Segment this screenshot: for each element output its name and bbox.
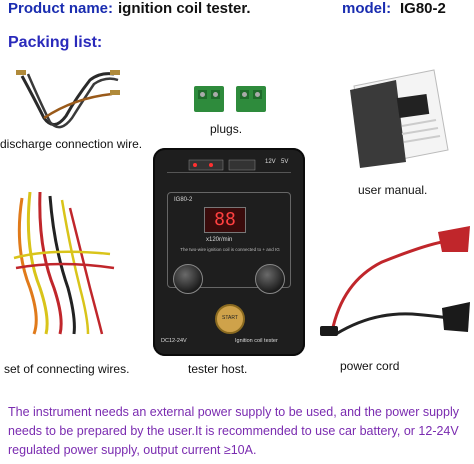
device-connection-note: The two-wire ignition coil is connected … xyxy=(180,247,280,252)
model-label: model: xyxy=(342,0,392,17)
product-name-value: ignition coil tester. xyxy=(118,0,251,17)
device-bottom-labels: DC12-24V Ignition coil tester xyxy=(161,338,297,344)
device-power-label: DC12-24V xyxy=(161,338,187,344)
note-line-2: needs to be prepared by the user.It is r… xyxy=(8,424,459,438)
discharge-wire-image xyxy=(14,68,124,136)
user-manual-caption: user manual. xyxy=(358,183,428,197)
tester-host-device: 12V 5V IG80-2 88 x120r/min The two-wire … xyxy=(153,148,305,356)
connecting-wires-image xyxy=(10,188,120,338)
connecting-wires-caption: set of connecting wires. xyxy=(4,362,130,376)
packing-list-title: Packing list: xyxy=(8,34,103,51)
plugs-caption: plugs. xyxy=(210,122,243,136)
header: Product name: ignition coil tester. mode… xyxy=(0,0,474,22)
voltage-12v-label: 12V xyxy=(265,159,276,165)
note-line-3: regulated power supply, output current ≥… xyxy=(8,443,257,457)
power-cord-image xyxy=(312,222,472,352)
model-value: IG80-2 xyxy=(400,0,446,17)
discharge-wire-caption: discharge connection wire. xyxy=(0,137,143,151)
power-cord-caption: power cord xyxy=(340,359,400,373)
device-top-row: 12V 5V xyxy=(167,158,291,182)
device-frequency-unit: x120r/min xyxy=(206,237,233,243)
voltage-5v-label: 5V xyxy=(281,159,289,165)
power-supply-note: The instrument needs an external power s… xyxy=(8,403,470,460)
product-name-label: Product name: xyxy=(8,0,114,17)
user-manual-image xyxy=(336,66,454,170)
device-model-label: IG80-2 xyxy=(174,197,193,203)
note-line-1: The instrument needs an external power s… xyxy=(8,405,459,419)
power-adjust-knob[interactable] xyxy=(255,264,285,294)
start-button[interactable]: START xyxy=(215,304,245,334)
device-name-label: Ignition coil tester xyxy=(235,338,278,344)
speed-adjust-knob[interactable] xyxy=(173,264,203,294)
device-led-display: 88 xyxy=(204,207,246,233)
tester-host-caption: tester host. xyxy=(188,362,248,376)
plugs-image xyxy=(192,82,270,116)
device-display-panel: IG80-2 88 x120r/min The two-wire ignitio… xyxy=(167,192,291,288)
